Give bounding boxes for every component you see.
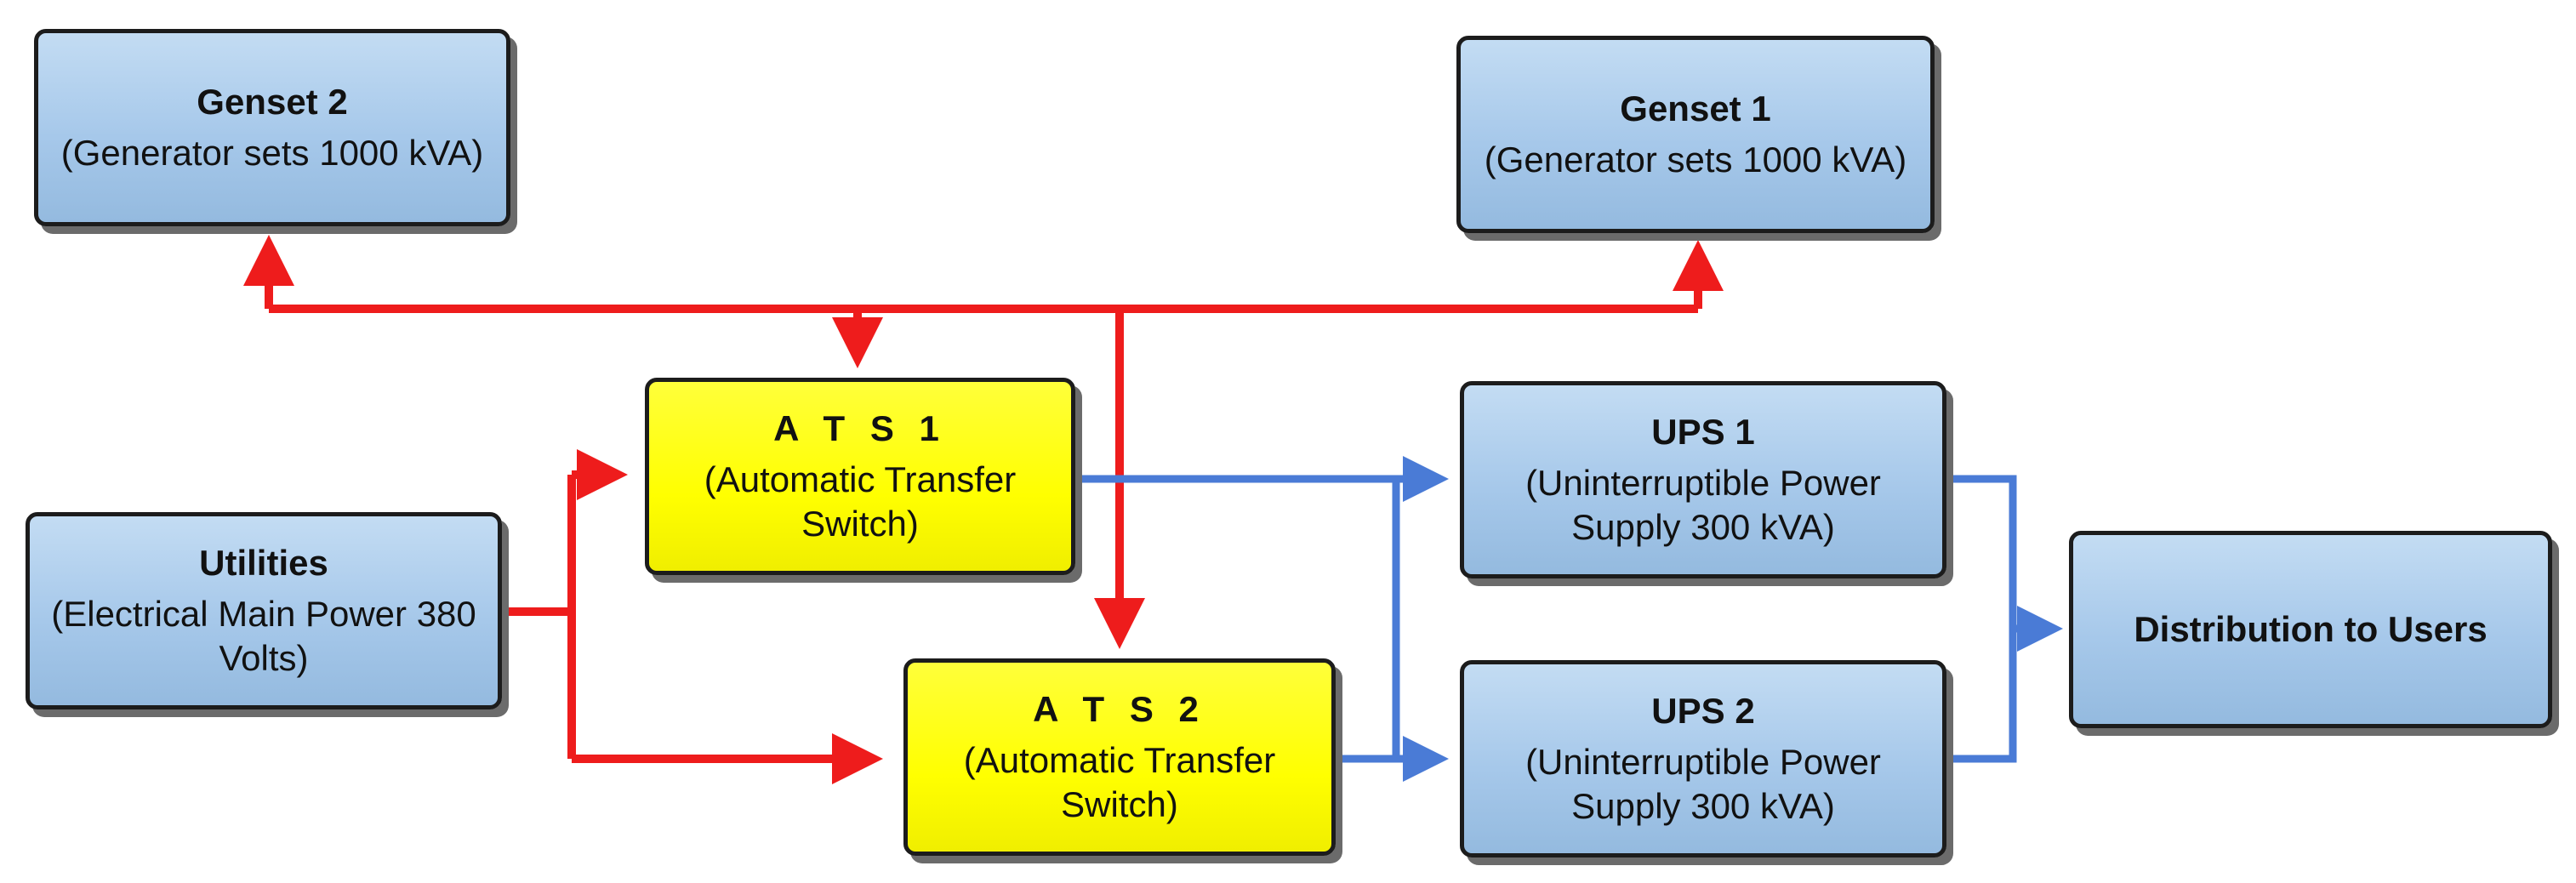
genset1-subtitle: (Generator sets 1000 kVA) bbox=[1484, 140, 1907, 179]
genset2-title: Genset 2 bbox=[197, 82, 348, 122]
distribution-node: Distribution to Users bbox=[2069, 531, 2552, 728]
ats1-title: A T S 1 bbox=[773, 408, 947, 448]
edge-ats1-to-ups bbox=[1075, 475, 1400, 759]
ups2-title: UPS 2 bbox=[1651, 691, 1755, 731]
utilities-subtitle: (Electrical Main Power 380 Volts) bbox=[51, 594, 476, 678]
utilities-node: Utilities (Electrical Main Power 380 Vol… bbox=[26, 512, 502, 709]
genset1-node: Genset 1 (Generator sets 1000 kVA) bbox=[1456, 36, 1935, 233]
ups2-subtitle: (Uninterruptible Power Supply 300 kVA) bbox=[1525, 742, 1881, 826]
genset1-title: Genset 1 bbox=[1620, 88, 1771, 128]
ats1-node: A T S 1 (Automatic Transfer Switch) bbox=[645, 378, 1075, 575]
utilities-bus-line bbox=[502, 475, 576, 759]
ats2-node: A T S 2 (Automatic Transfer Switch) bbox=[903, 658, 1336, 856]
ats2-subtitle: (Automatic Transfer Switch) bbox=[963, 740, 1276, 824]
utilities-title: Utilities bbox=[199, 543, 328, 583]
ats2-title: A T S 2 bbox=[1033, 689, 1206, 729]
ups1-node: UPS 1 (Uninterruptible Power Supply 300 … bbox=[1460, 381, 1946, 578]
genset2-node: Genset 2 (Generator sets 1000 kVA) bbox=[34, 29, 510, 226]
distribution-title: Distribution to Users bbox=[2134, 609, 2488, 649]
ats1-subtitle: (Automatic Transfer Switch) bbox=[704, 459, 1017, 544]
ups1-title: UPS 1 bbox=[1651, 412, 1755, 452]
edge-ups-to-distribution bbox=[1946, 475, 2017, 763]
ups1-subtitle: (Uninterruptible Power Supply 300 kVA) bbox=[1525, 463, 1881, 547]
genset2-subtitle: (Generator sets 1000 kVA) bbox=[60, 133, 484, 173]
ups2-node: UPS 2 (Uninterruptible Power Supply 300 … bbox=[1460, 660, 1946, 857]
